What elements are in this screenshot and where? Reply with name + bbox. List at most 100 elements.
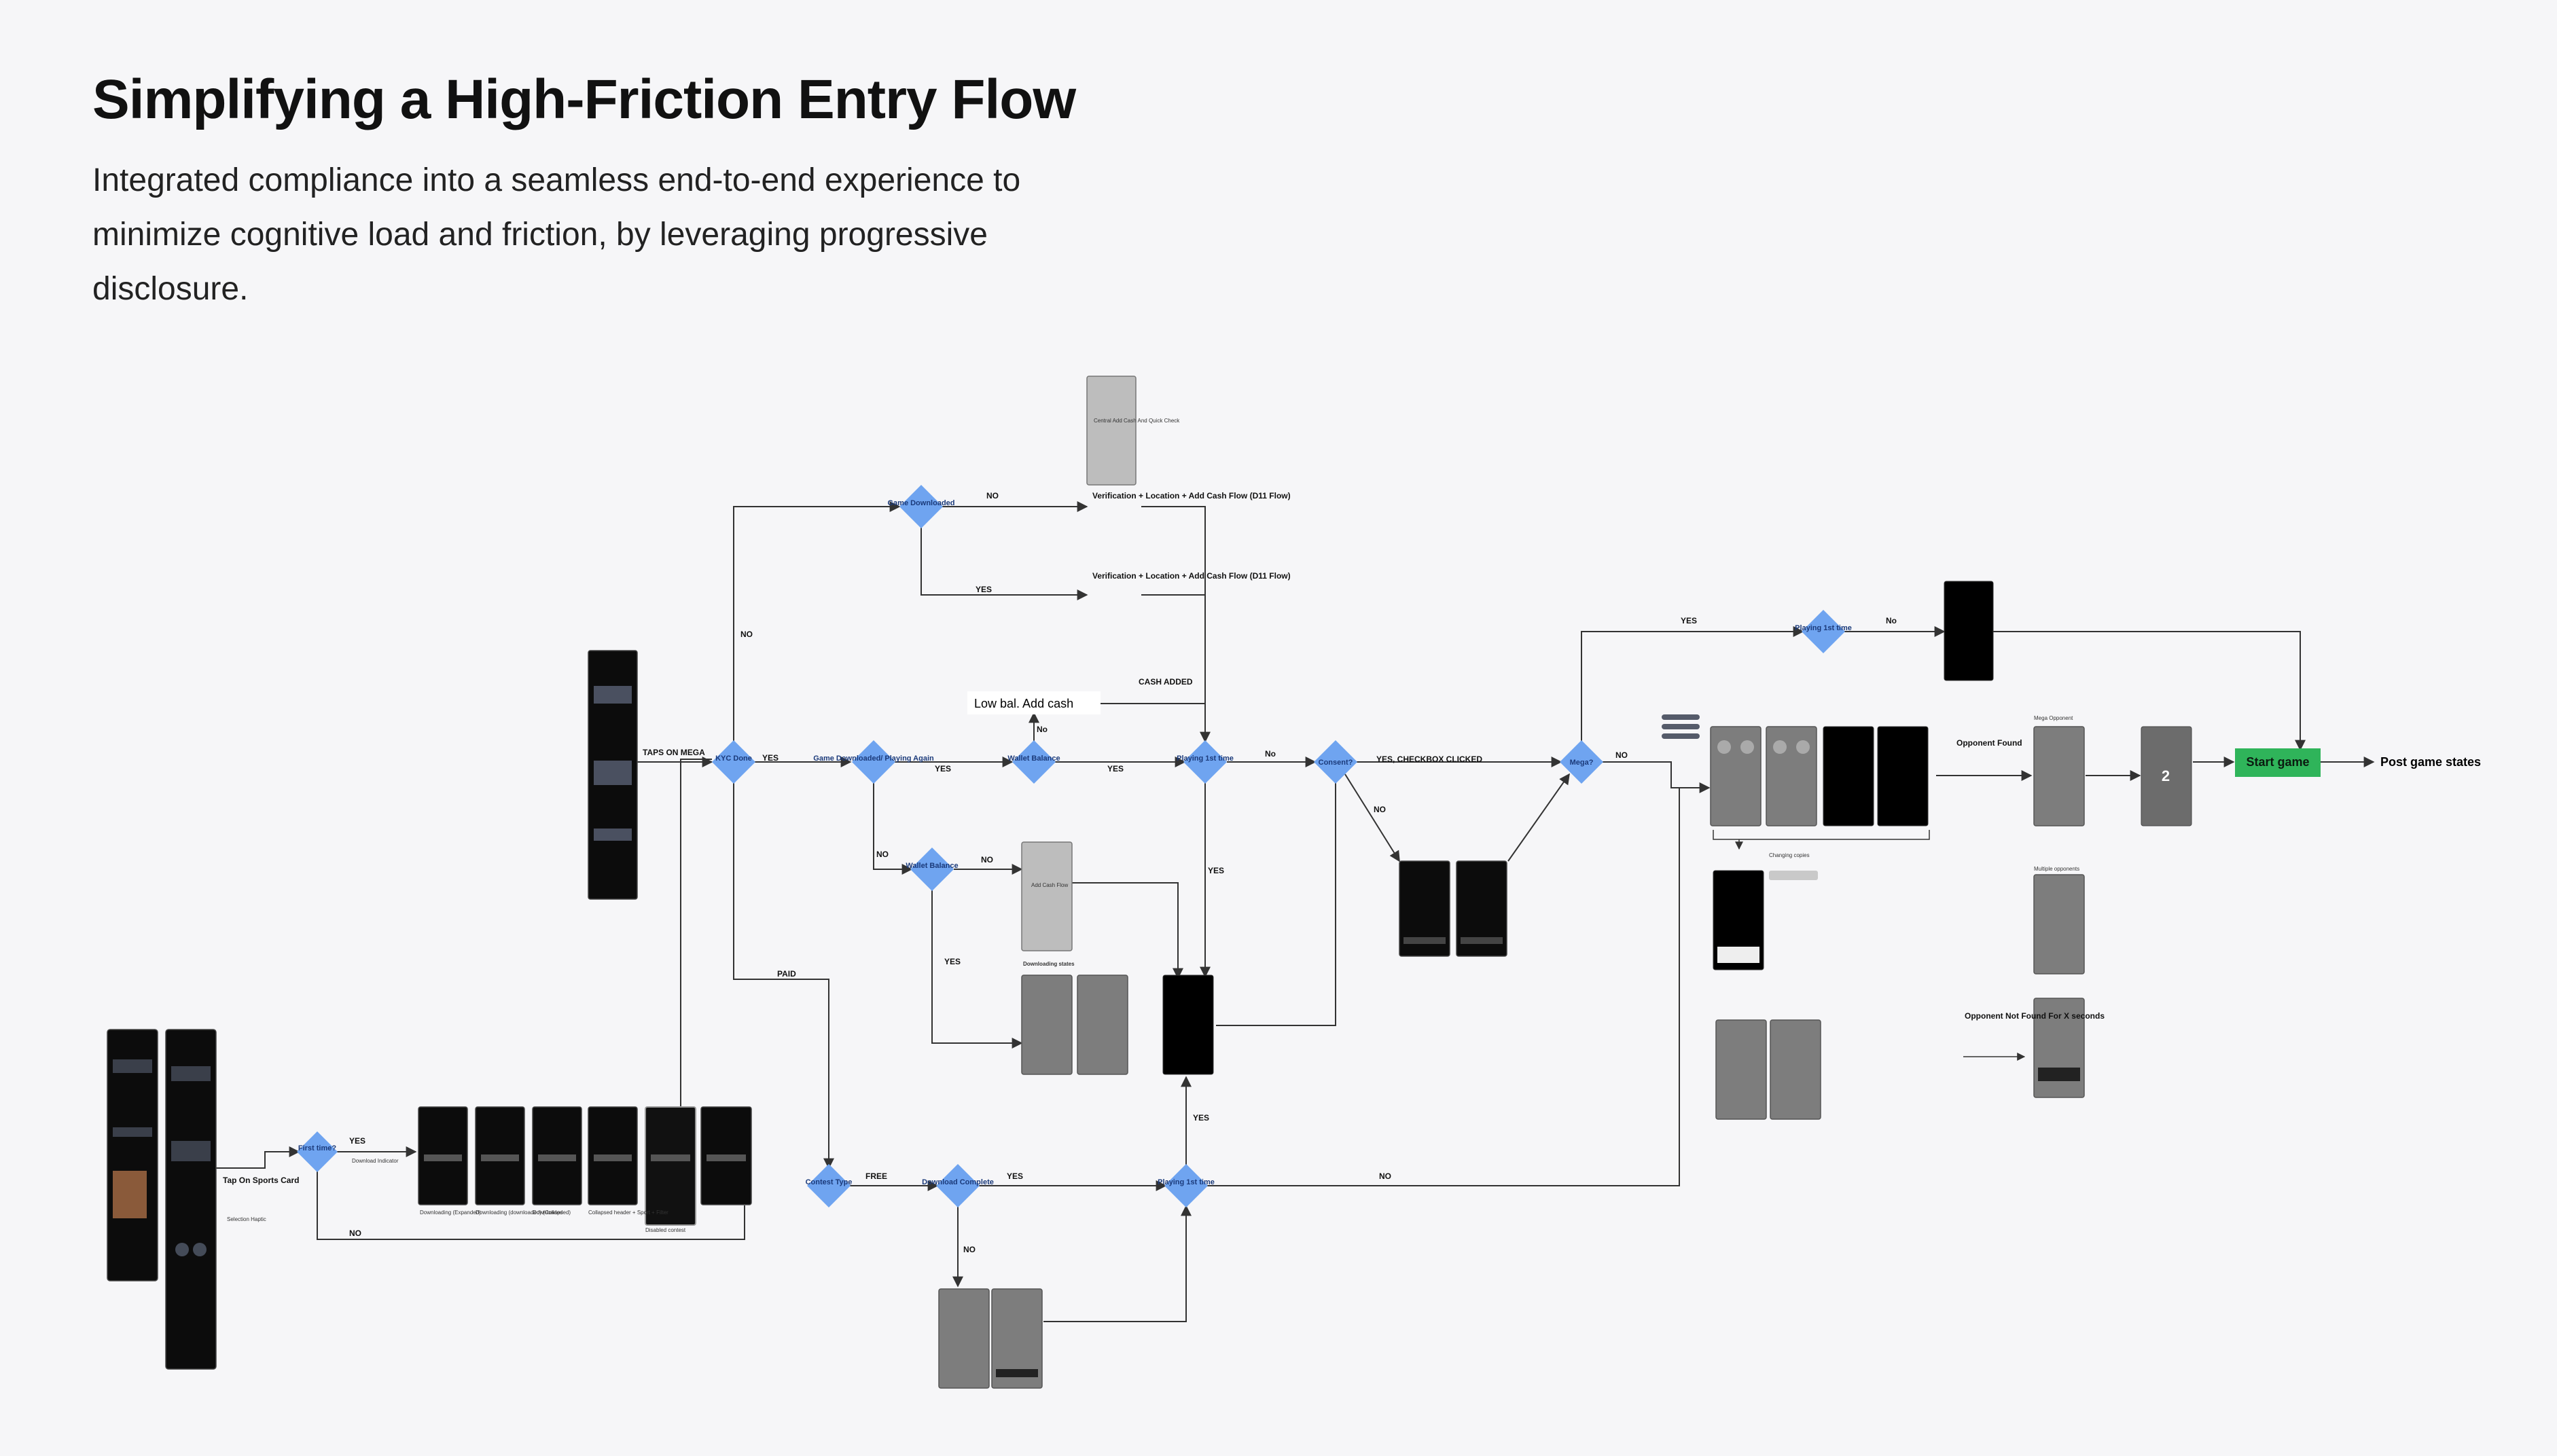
svg-text:Low bal. Add cash: Low bal. Add cash <box>974 697 1073 710</box>
svg-text:YES: YES <box>1007 1171 1023 1181</box>
decision-download-complete: Download Complete <box>922 1164 994 1207</box>
decision-contest-type: Contest Type <box>806 1164 853 1207</box>
svg-text:Game Downloaded/ Playing Again: Game Downloaded/ Playing Again <box>813 754 934 763</box>
decision-consent: Consent? <box>1314 740 1357 784</box>
low-balance-node: Low bal. Add cash <box>967 691 1101 714</box>
svg-text:Verification + Location + Add: Verification + Location + Add Cash Flow … <box>1092 491 1291 500</box>
page-title: Simplifying a High-Friction Entry Flow <box>92 69 1076 130</box>
svg-text:NO: NO <box>986 491 999 500</box>
svg-text:CASH ADDED: CASH ADDED <box>1139 677 1193 687</box>
node-labels: Tap On Sports Card Selection Haptic Down… <box>223 418 2481 1222</box>
sports-card-screen-thumbnail <box>165 1029 217 1370</box>
svg-text:Wallet Balance: Wallet Balance <box>1007 754 1060 763</box>
svg-text:No: No <box>1265 749 1276 759</box>
flow-edges <box>216 501 2375 1322</box>
svg-text:NO: NO <box>349 1228 361 1238</box>
svg-text:KYC Done: KYC Done <box>715 754 752 763</box>
matchmaking-screen-3 <box>1823 726 1874 826</box>
add-cash-screen <box>1021 841 1073 951</box>
svg-text:Downloaded: Downloaded <box>533 1209 562 1216</box>
decision-playing-first-time-bottom: Playing 1st time <box>1158 1164 1215 1207</box>
svg-text:2: 2 <box>2162 767 2170 784</box>
central-add-cash-screen <box>1086 376 1137 486</box>
svg-text:First time?: First time? <box>298 1144 337 1152</box>
matchmaking-screen-1 <box>1710 726 1762 826</box>
matchmaking-screen-4 <box>1877 726 1929 826</box>
svg-text:NO: NO <box>740 630 753 639</box>
svg-text:Mega?: Mega? <box>1570 759 1594 767</box>
svg-text:Changing copies: Changing copies <box>1769 852 1810 858</box>
page-subtitle: Integrated compliance into a seamless en… <box>92 162 1021 307</box>
svg-text:Disabled contest: Disabled contest <box>645 1227 686 1233</box>
matchmaking-screen-2 <box>1766 726 1817 826</box>
exit-attempt-screen <box>1713 870 1764 970</box>
download-pending-screen-2 <box>991 1288 1043 1389</box>
other-opponent-screen-2 <box>1770 1019 1821 1120</box>
svg-text:No: No <box>1037 725 1048 734</box>
svg-text:YES: YES <box>976 585 992 594</box>
svg-text:PAID: PAID <box>777 969 796 979</box>
consent-screen-2 <box>1456 860 1507 957</box>
decision-game-downloaded: Game Downloaded/ Playing Again <box>813 740 934 784</box>
svg-text:Tap On Sports Card: Tap On Sports Card <box>223 1176 299 1185</box>
svg-text:YES: YES <box>1681 616 1697 625</box>
first-time-play-screen <box>1162 975 1214 1075</box>
svg-text:Downloading states: Downloading states <box>1023 961 1075 967</box>
svg-text:NO: NO <box>1379 1171 1391 1181</box>
decision-game-downloaded-top: Game Downloaded <box>887 485 955 528</box>
decision-kyc-done: KYC Done <box>712 740 755 784</box>
svg-text:Opponent Not Found For X secon: Opponent Not Found For X seconds <box>1965 1011 2105 1021</box>
svg-text:YES: YES <box>762 753 779 763</box>
svg-text:NO: NO <box>963 1245 976 1254</box>
svg-text:YES: YES <box>944 957 961 966</box>
edge-labels: YES NO TAPS ON MEGA YES NO PAID NO YES Y… <box>349 491 1897 1254</box>
screen-captions: Downloading (Expanded) Downloading (down… <box>420 1209 686 1233</box>
downloading-state-screen-2 <box>1077 975 1128 1075</box>
svg-text:TAPS ON MEGA: TAPS ON MEGA <box>643 748 705 757</box>
svg-text:Playing 1st time: Playing 1st time <box>1158 1178 1215 1186</box>
svg-text:Downloading (Expanded): Downloading (Expanded) <box>420 1209 481 1216</box>
svg-text:Contest Type: Contest Type <box>806 1178 853 1186</box>
svg-text:Collapsed header + Sport + Fil: Collapsed header + Sport + Filter <box>588 1209 668 1216</box>
decision-mega: Mega? <box>1560 740 1603 784</box>
svg-text:YES: YES <box>1107 764 1124 774</box>
svg-text:YES: YES <box>935 764 951 774</box>
mega-opponent-screen <box>2033 726 2085 826</box>
countdown-screen <box>2141 726 2192 826</box>
other-opponent-screen-1 <box>1715 1019 1767 1120</box>
screen-thumbnails <box>107 376 2192 1389</box>
svg-text:Post game states: Post game states <box>2380 755 2481 769</box>
svg-text:YES: YES <box>1208 866 1224 875</box>
svg-text:NO: NO <box>876 850 889 859</box>
svg-text:Multiple opponents: Multiple opponents <box>2034 866 2079 872</box>
start-game-node: Start game <box>2235 748 2321 777</box>
decision-playing-first-time-top: Playing 1st time <box>1795 610 1852 653</box>
svg-text:NO: NO <box>1615 750 1628 760</box>
decision-nodes: First time? KYC Done Game Downloaded Gam… <box>297 485 1852 1207</box>
svg-text:No: No <box>1886 616 1897 625</box>
decision-wallet-balance: Wallet Balance <box>1007 740 1060 784</box>
svg-text:Playing 1st time: Playing 1st time <box>1177 754 1234 763</box>
svg-text:Consent?: Consent? <box>1319 759 1353 767</box>
svg-text:Add Cash Flow: Add Cash Flow <box>1031 882 1068 888</box>
svg-text:NO: NO <box>981 855 993 864</box>
svg-text:Start game: Start game <box>2246 755 2309 769</box>
svg-text:YES: YES <box>349 1136 365 1146</box>
svg-text:Mega Opponent: Mega Opponent <box>2034 715 2073 721</box>
svg-text:Playing 1st time: Playing 1st time <box>1795 624 1852 632</box>
svg-text:YES: YES <box>1193 1113 1209 1123</box>
svg-text:Central Add Cash And Quick Che: Central Add Cash And Quick Check <box>1094 418 1180 424</box>
decision-first-time: First time? <box>297 1131 338 1172</box>
toast-stack-icon <box>1662 714 1700 720</box>
svg-text:Selection Haptic: Selection Haptic <box>227 1216 266 1222</box>
download-pending-screen-1 <box>938 1288 990 1389</box>
svg-text:Game Downloaded: Game Downloaded <box>887 499 954 507</box>
svg-text:Wallet Balance: Wallet Balance <box>906 862 958 870</box>
disabled-contest-screen <box>645 1106 696 1226</box>
changing-copies-chip <box>1769 871 1818 880</box>
downloading-state-screen-1 <box>1021 975 1073 1075</box>
mega-first-time-screen <box>1944 581 1994 681</box>
svg-text:Downloading (downloaded) (Coll: Downloading (downloaded) (Collapsed) <box>476 1209 571 1216</box>
decision-playing-first-time: Playing 1st time <box>1177 740 1234 784</box>
svg-text:Verification + Location + Add: Verification + Location + Add Cash Flow … <box>1092 571 1291 581</box>
